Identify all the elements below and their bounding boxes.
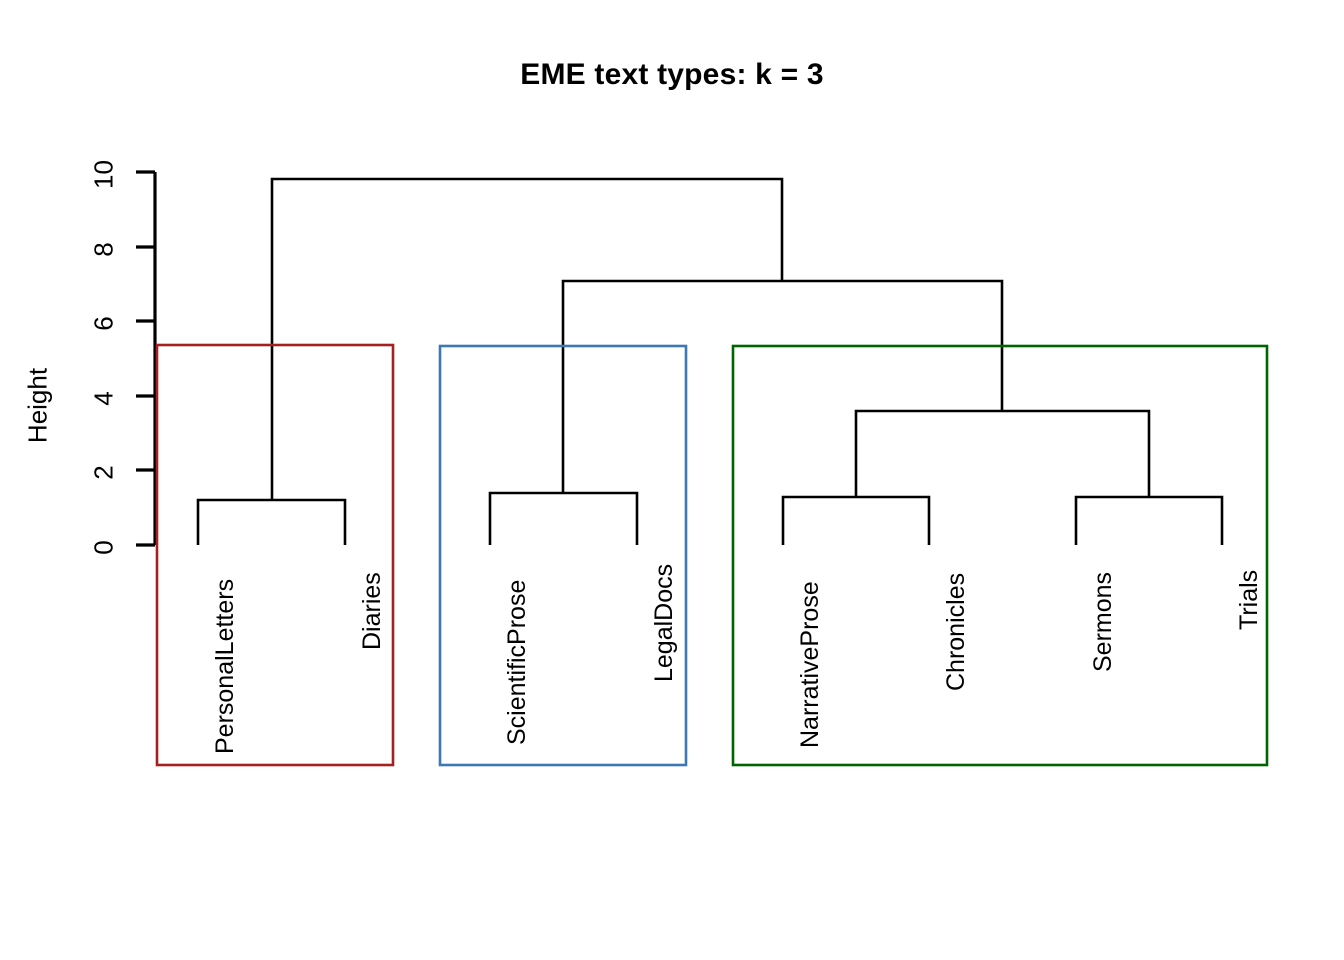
dendro-link-sermons-trials [1074, 495, 1224, 545]
dendro-link-scientificprose-legaldocs [488, 491, 639, 545]
leaf-label-trials: Trials [1235, 569, 1263, 630]
leaf-label-scientificprose: ScientificProse [503, 579, 531, 745]
dendro-link-narrative-sermons-group [854, 409, 1151, 497]
leaf-label-narrativeprose: NarrativeProse [796, 581, 824, 748]
page-title: EME text types: k = 3 [520, 58, 824, 91]
leaf-label-personalletters: PersonalLetters [211, 578, 239, 754]
leaf-label-diaries: Diaries [358, 572, 386, 650]
dendro-link-personalletters-diaries [196, 498, 347, 545]
leaf-label-chronicles: Chronicles [942, 572, 970, 691]
cluster-box-blue [438, 344, 688, 767]
leaf-label-sermons: Sermons [1089, 571, 1117, 672]
dendro-link-narrativeprose-chronicles [781, 495, 931, 545]
cluster-box-green [731, 344, 1269, 767]
leaf-label-legaldocs: LegalDocs [650, 563, 678, 682]
cluster-box-red [155, 343, 395, 767]
dendro-link-scientific-narrative-group [561, 279, 1004, 493]
dendro-link-root [270, 177, 784, 500]
